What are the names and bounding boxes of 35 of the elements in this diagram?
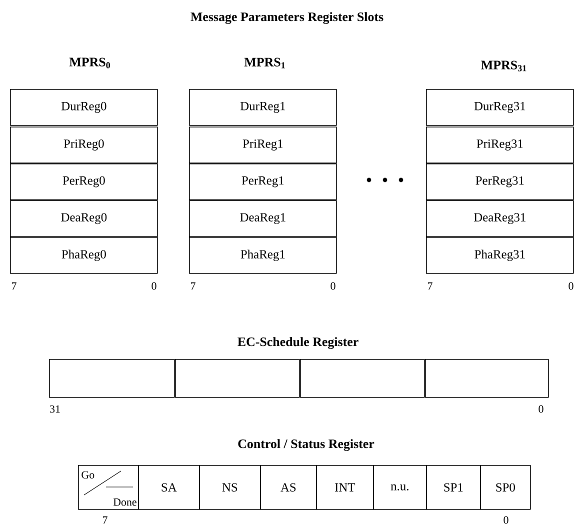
bit-number: 0 xyxy=(504,516,508,524)
register-cell: DurReg31 xyxy=(426,89,574,126)
register-cell: PerReg1 xyxy=(189,163,337,200)
register-cell: PriReg0 xyxy=(10,126,158,164)
register-cell xyxy=(300,359,425,398)
register-cell: n.u. xyxy=(373,465,427,510)
register-cell xyxy=(49,359,175,398)
register-cell: DeaReg0 xyxy=(10,200,158,237)
register-cell: PriReg1 xyxy=(189,126,337,164)
register-cell: DeaReg1 xyxy=(189,200,337,237)
register-cell: NS xyxy=(199,465,261,510)
register-cell: PhaReg0 xyxy=(10,237,158,274)
register-cell: SP1 xyxy=(426,465,481,510)
register-cell: PriReg31 xyxy=(426,126,574,164)
register-cell: PhaReg1 xyxy=(189,237,337,274)
register-cell: DurReg0 xyxy=(10,89,158,126)
bit-number: 7 xyxy=(102,516,108,524)
register-cell: AS xyxy=(260,465,317,510)
register-cell: PhaReg31 xyxy=(426,237,574,274)
register-cell: DeaReg31 xyxy=(426,200,574,237)
register-cell xyxy=(425,359,549,398)
register-cell: SA xyxy=(138,465,200,510)
register-cell: INT xyxy=(316,465,374,510)
register-heading: MPRS$_{1}$ xyxy=(244,58,285,68)
register-heading: MPRS$_{31}$ xyxy=(481,60,526,72)
register-cell: PerReg31 xyxy=(426,163,574,200)
register-cell xyxy=(175,359,300,398)
register-heading: EC-Schedule Register xyxy=(238,337,358,349)
register-heading: Control / Status Register xyxy=(238,439,374,451)
register-heading: MPRS$_{0}$ xyxy=(69,58,110,68)
register-cell: SP0 xyxy=(480,465,531,510)
register-cell: Go Done xyxy=(78,465,139,510)
register-cell: DurReg1 xyxy=(189,89,337,126)
register-cell: PerReg0 xyxy=(10,163,158,200)
diagram-title: Message Parameters Register Slots xyxy=(190,12,384,24)
